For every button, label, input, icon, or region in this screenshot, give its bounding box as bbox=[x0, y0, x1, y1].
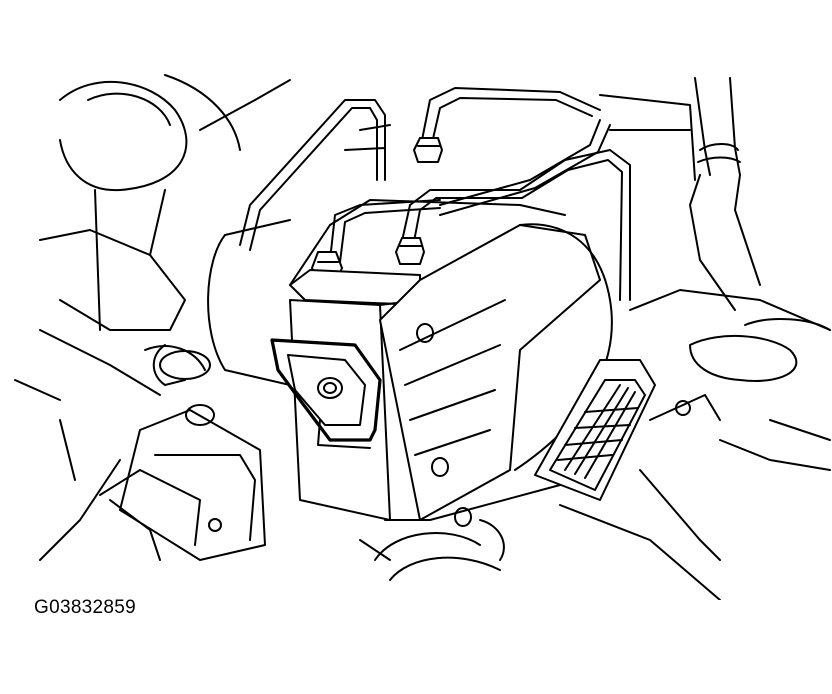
abs-control-module bbox=[379, 223, 613, 521]
background-engine-parts bbox=[14, 74, 291, 561]
module-connector bbox=[534, 359, 656, 501]
lower-hoses bbox=[359, 507, 505, 581]
brake-lines bbox=[239, 87, 631, 301]
lower-left-bracket bbox=[99, 404, 266, 561]
connector-pins bbox=[557, 384, 639, 479]
pump-motor bbox=[152, 219, 291, 386]
vertical-hose bbox=[689, 77, 761, 311]
figure-id-code: G03832859 bbox=[34, 597, 137, 618]
right-bracket-parts bbox=[559, 94, 831, 600]
abs-unit-line-drawing bbox=[14, 74, 831, 600]
cover-gasket bbox=[270, 338, 382, 449]
